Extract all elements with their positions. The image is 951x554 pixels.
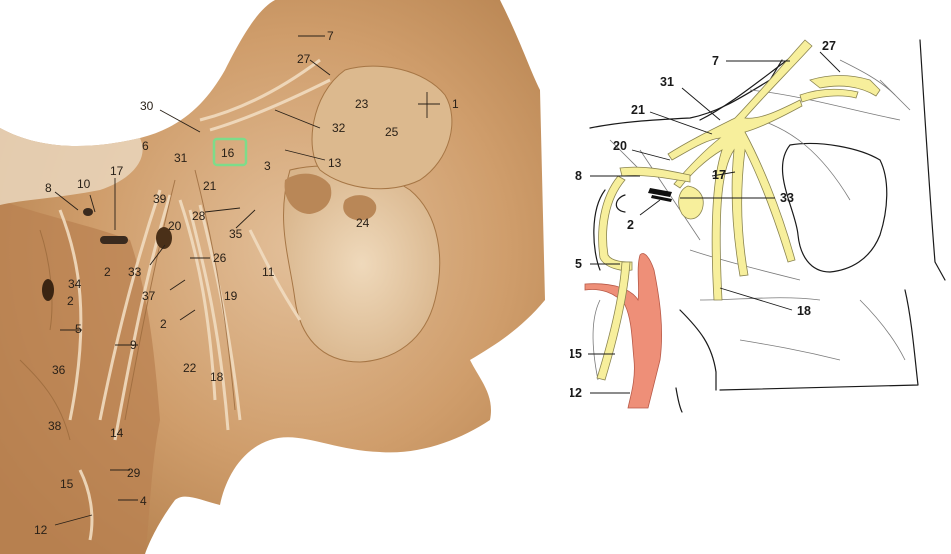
photo-label: 29: [127, 466, 141, 480]
photo-label: 39: [153, 192, 167, 206]
photo-label: 25: [385, 125, 399, 139]
photo-label: 8: [45, 181, 52, 195]
photo-label: 6: [142, 139, 149, 153]
photo-label: 11: [262, 265, 275, 279]
artery: [584, 253, 663, 409]
drawing-label: 21: [631, 103, 645, 117]
photo-label: 19: [224, 289, 238, 303]
photo-label: 12: [34, 523, 48, 537]
photo-label: 38: [48, 419, 62, 433]
photo-label: 17: [110, 164, 124, 178]
photo-label: 37: [142, 289, 156, 303]
photo-label: 35: [229, 227, 243, 241]
photo-label: 36: [52, 363, 66, 377]
photo-label: 23: [355, 97, 369, 111]
marker-33: [648, 188, 672, 197]
drawing-label: 15: [570, 347, 582, 361]
photo-label: 2: [104, 265, 111, 279]
nerves: [596, 39, 881, 381]
drawing-outlines: [589, 39, 946, 413]
photo-label-highlighted: 16: [221, 146, 235, 160]
photo-label: 31: [174, 151, 188, 165]
drawing-label: 8: [575, 169, 582, 183]
drawing-leader-lines: [588, 51, 841, 394]
photo-label: 22: [183, 361, 197, 375]
drawing-labels: 7 27 31 21 20 8 17 33 2 5 18 15 12: [570, 39, 836, 400]
photo-label: 3: [264, 159, 271, 173]
photo-label: 1: [452, 97, 459, 111]
photo-label: 33: [128, 265, 142, 279]
drawing-label: 20: [613, 139, 627, 153]
photo-label: 5: [75, 322, 82, 336]
nerve-bundles: [58, 58, 331, 541]
photo-label: 15: [60, 477, 74, 491]
photo-label: 2: [67, 294, 74, 308]
photo-label: 4: [140, 494, 147, 508]
photo-label: 34: [68, 277, 82, 291]
photo-label: 30: [140, 99, 154, 113]
photo-label: 20: [168, 219, 182, 233]
dissection-photo: 7 27 30 6 31 16 3 32 23 1 25 13 17 8 10 …: [0, 0, 545, 554]
photo-label: 28: [192, 209, 206, 223]
drawing-label: 12: [570, 386, 582, 400]
photo-leader-lines: [54, 35, 440, 526]
photo-label: 13: [328, 156, 342, 170]
drawing-label: 17: [712, 168, 726, 182]
photo-label: 32: [332, 121, 346, 135]
drawing-label: 31: [660, 75, 674, 89]
photo-label: 18: [210, 370, 224, 384]
photo-label: 26: [213, 251, 227, 265]
photo-label: 27: [297, 52, 311, 66]
drawing-label: 5: [575, 257, 582, 271]
drawing-label: 18: [797, 304, 811, 318]
drawing-label: 33: [780, 191, 794, 205]
drawing-label: 7: [712, 54, 719, 68]
schematic-drawing: 7 27 31 21 20 8 17 33 2 5 18 15 12: [570, 39, 946, 413]
photo-label: 10: [77, 177, 91, 191]
marker-33b: [651, 195, 672, 202]
drawing-label: 2: [627, 218, 634, 232]
photo-label: 24: [356, 216, 370, 230]
photo-labels: 7 27 30 6 31 16 3 32 23 1 25 13 17 8 10 …: [34, 29, 459, 537]
photo-label: 14: [110, 426, 124, 440]
photo-label: 21: [203, 179, 217, 193]
highlight-box: [212, 137, 248, 167]
photo-label: 2: [160, 317, 167, 331]
photo-label: 9: [130, 338, 137, 352]
photo-label: 7: [327, 29, 334, 43]
drawing-label: 27: [822, 39, 836, 53]
